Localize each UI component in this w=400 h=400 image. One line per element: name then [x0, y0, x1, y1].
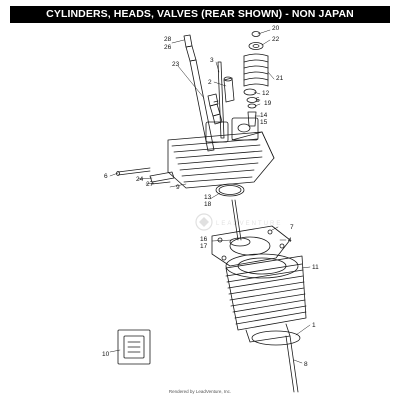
callout-12: 12 — [262, 90, 270, 97]
callout-18: 18 — [204, 201, 212, 208]
callout-3: 3 — [210, 57, 214, 64]
watermark-text: LEADVENTURE — [216, 221, 282, 227]
cylinder-part — [225, 253, 307, 343]
callout-23: 23 — [172, 61, 180, 68]
callout-11: 11 — [312, 264, 319, 271]
lifter-part — [223, 76, 235, 103]
pushrod-tube-part — [183, 34, 223, 152]
o-ring-part — [251, 330, 301, 346]
callout-28: 28 — [164, 36, 172, 43]
callout-5: 5 — [256, 97, 260, 104]
cylinder-stud-part — [285, 335, 299, 393]
watermark: LEADVENTURE — [195, 213, 282, 231]
callout-26: 26 — [164, 44, 172, 51]
callout-15: 15 — [260, 119, 268, 126]
leader-lines — [109, 29, 311, 364]
pushrod-part — [217, 61, 225, 139]
callout-4: 4 — [288, 237, 292, 244]
callout-21: 21 — [276, 75, 284, 82]
callout-6: 6 — [104, 173, 108, 180]
diagram-title: CYLINDERS, HEADS, VALVES (REAR SHOWN) - … — [10, 6, 390, 23]
callout-27: 27 — [146, 181, 154, 188]
callout-20: 20 — [272, 25, 280, 32]
decal-part — [117, 329, 151, 365]
callout-14: 14 — [260, 112, 268, 119]
callout-10: 10 — [102, 351, 110, 358]
callout-1: 1 — [312, 322, 316, 329]
callout-8: 8 — [304, 361, 308, 368]
callout-17: 17 — [200, 243, 208, 250]
callout-24: 24 — [136, 176, 144, 183]
head-gasket-ring-part — [215, 183, 245, 197]
footer-credit: Rendered by LeadVenture, Inc. — [168, 389, 232, 394]
callout-13: 13 — [204, 194, 212, 201]
callout-16: 16 — [200, 236, 208, 243]
valve-spring-part — [243, 31, 269, 127]
callout-labels: 28 26 23 3 2 20 22 21 12 5 19 14 15 6 24… — [102, 25, 319, 368]
head-bolt-part — [116, 167, 151, 176]
callout-7: 7 — [290, 224, 294, 231]
callout-19: 19 — [264, 100, 272, 107]
callout-2: 2 — [208, 79, 212, 86]
cylinder-head-part — [167, 117, 275, 189]
oil-fitting-part — [149, 171, 175, 185]
callout-22: 22 — [272, 36, 280, 43]
callout-9: 9 — [176, 184, 180, 191]
